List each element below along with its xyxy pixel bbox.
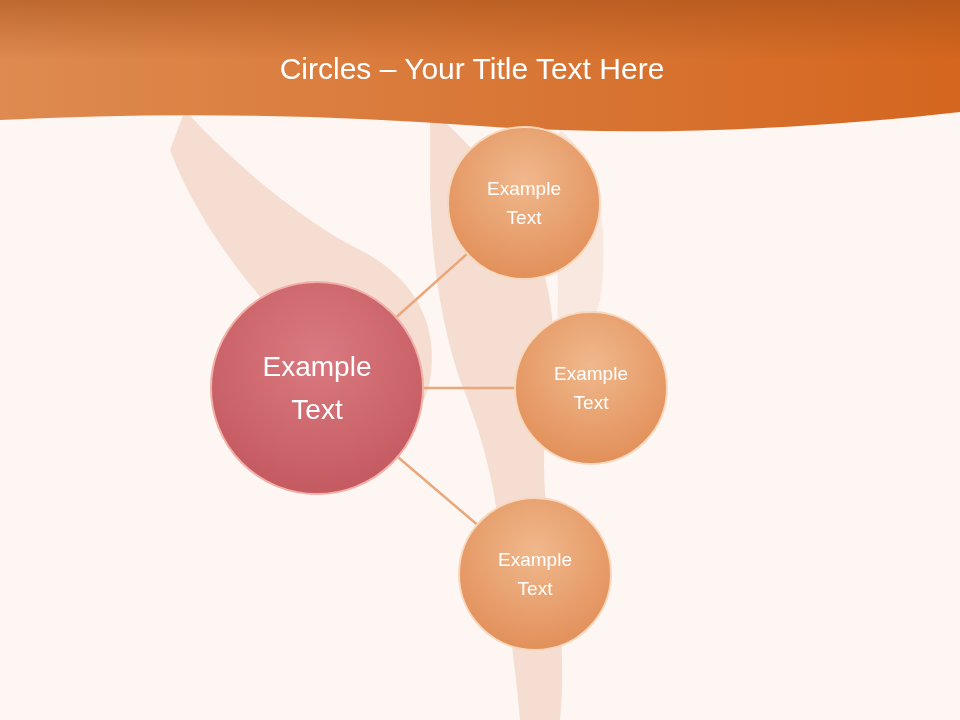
- header-shade: [0, 0, 960, 60]
- main-circle: Example Text: [210, 281, 424, 495]
- circle-shape: [514, 311, 668, 465]
- branch-circle: Example Text: [514, 311, 668, 465]
- connector-line: [397, 254, 467, 316]
- circle-label: Example Text: [485, 545, 585, 604]
- circle-label: Example Text: [474, 174, 574, 233]
- branch-circle: Example Text: [447, 126, 601, 280]
- circle-label: Example Text: [541, 359, 641, 418]
- header-band: [0, 0, 960, 131]
- circle-label: Example Text: [242, 345, 392, 432]
- branch-circle: Example Text: [458, 497, 612, 651]
- circle-shape: [458, 497, 612, 651]
- connector-line: [398, 457, 476, 524]
- slide-title: Circles – Your Title Text Here: [0, 52, 944, 86]
- connector-line: [424, 387, 514, 390]
- circle-shape: [210, 281, 424, 495]
- circle-shape: [447, 126, 601, 280]
